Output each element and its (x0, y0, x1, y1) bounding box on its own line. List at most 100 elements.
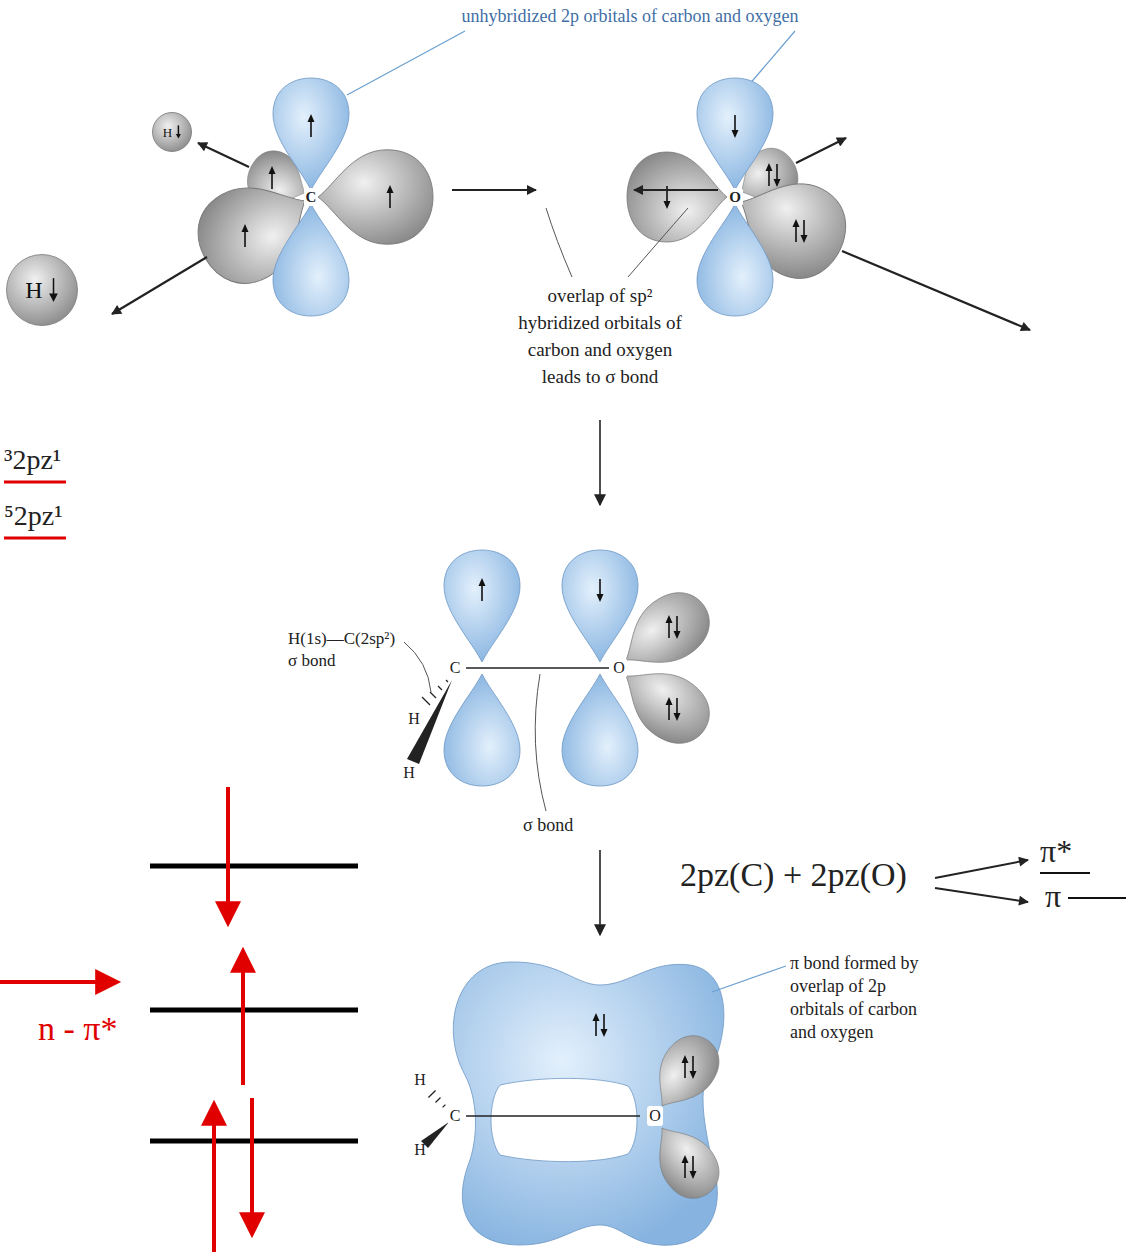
carbon-sp2-lobe (318, 150, 433, 245)
leader-line (712, 966, 786, 992)
approach-arrow (452, 189, 718, 191)
red-underline (4, 537, 66, 540)
electron-spin (176, 134, 181, 139)
carbon-2p-orbital (273, 78, 349, 316)
direction-arrow (796, 138, 846, 163)
oxygen-2p-orbital (697, 78, 773, 190)
atom-label: H (414, 1140, 426, 1159)
annotation-text: π bond formed by overlap of 2p orbitals … (790, 952, 935, 1044)
electron-spin (682, 1055, 689, 1078)
energy-level (1068, 897, 1126, 899)
approach-arrow (452, 189, 536, 191)
p-orbital (444, 550, 638, 786)
carbon-2p-orbital (273, 78, 349, 190)
bond-line (446, 680, 448, 682)
electron-spin (593, 1013, 600, 1036)
hydrogen-atom: H (6, 254, 78, 326)
combination-arrow (935, 860, 1028, 878)
atom-label: O (611, 658, 627, 677)
oxygen-2p-orbital (697, 78, 773, 316)
bond-line (466, 667, 609, 668)
p-orbital (444, 550, 520, 662)
electron-spin (479, 578, 681, 721)
red-underline (4, 481, 66, 484)
bond-line (428, 1091, 435, 1098)
atom-label: H (403, 763, 415, 782)
bond-line (407, 680, 452, 764)
electron-arrow (212, 1105, 216, 1252)
bond-line (438, 686, 442, 690)
leader-line (628, 208, 688, 277)
hydrogen-atom: H (152, 112, 192, 152)
atom-label: H (414, 1070, 426, 1089)
electron-spin (666, 697, 673, 720)
oxygen-sp2-lobe (627, 152, 727, 242)
oxygen-sp2-lobe (640, 1113, 730, 1210)
transition-label: n - π* (38, 1012, 118, 1046)
energy-level (1040, 872, 1090, 874)
bond-line (407, 668, 609, 764)
electron-spin (597, 579, 604, 602)
step-arrow (599, 850, 601, 935)
leader-line (748, 31, 795, 86)
pi-bond-cloud (453, 962, 724, 1245)
electron-spin (766, 163, 773, 186)
leader-line (347, 31, 465, 95)
electron-spin (666, 615, 673, 638)
electron-arrow (0, 980, 116, 984)
approach-arrow (634, 189, 718, 191)
atom-label: H (163, 126, 172, 139)
combination-arrow (935, 888, 1028, 902)
hydrogen-sphere (7, 255, 78, 326)
oxygen-2p-orbital (697, 204, 773, 316)
leader-line (712, 966, 786, 992)
electron-spin (53, 278, 55, 295)
energy-level (150, 864, 358, 869)
electron-arrow (241, 952, 245, 1085)
electron-spin (269, 166, 276, 189)
direction-arrow (796, 138, 1030, 330)
bond-line (421, 1091, 640, 1149)
annotation-text: σ bond (523, 815, 573, 837)
hydrogen-sphere (153, 113, 192, 152)
step-arrow (599, 420, 601, 505)
leader-line (404, 642, 546, 811)
electron-spin (601, 1014, 608, 1037)
electron-configuration: ⁵2pz¹ (4, 502, 63, 530)
direction-arrow (198, 143, 249, 167)
atom-label: C (448, 1106, 463, 1125)
red-underline (4, 482, 66, 538)
leader-line (546, 208, 572, 277)
atom-label: C (448, 658, 463, 677)
electron-spin (732, 115, 739, 138)
annotation-text: overlap of sp² hybridized orbitals of ca… (512, 282, 688, 390)
orbital-level-label: π (1045, 880, 1061, 912)
p-orbital (444, 674, 520, 786)
energy-level (150, 1008, 358, 1013)
electron-spin (774, 164, 781, 187)
annotation-text: unhybridized 2p orbitals of carbon and o… (462, 6, 799, 28)
leader-line (404, 642, 431, 692)
electron-spin (664, 115, 808, 243)
annotation-text: H(1s)—C(2sp²) σ bond (288, 628, 402, 672)
electron-spin (682, 1155, 689, 1178)
orbital-level-label: π* (1040, 835, 1072, 867)
atom-label: H (25, 278, 42, 302)
oxygen-sp2-lobe (640, 1025, 730, 1209)
electron-spin (593, 1013, 697, 1179)
carbon-2p-orbital (273, 204, 349, 316)
electron-arrow (226, 787, 230, 922)
direction-arrow (112, 143, 249, 314)
electron-spin (387, 185, 394, 208)
electron-spin (674, 616, 681, 639)
orbital-combination: 2pz(C) + 2pz(O) (680, 858, 907, 892)
leader-line (546, 208, 688, 277)
bond-line (422, 697, 430, 705)
electron-configuration: ³2pz¹ (4, 446, 61, 474)
electron-arrow (250, 1098, 254, 1233)
electron-spin (479, 578, 486, 601)
electron-spin (49, 294, 58, 302)
p-orbital (562, 674, 638, 786)
atom-label: O (647, 1106, 663, 1125)
